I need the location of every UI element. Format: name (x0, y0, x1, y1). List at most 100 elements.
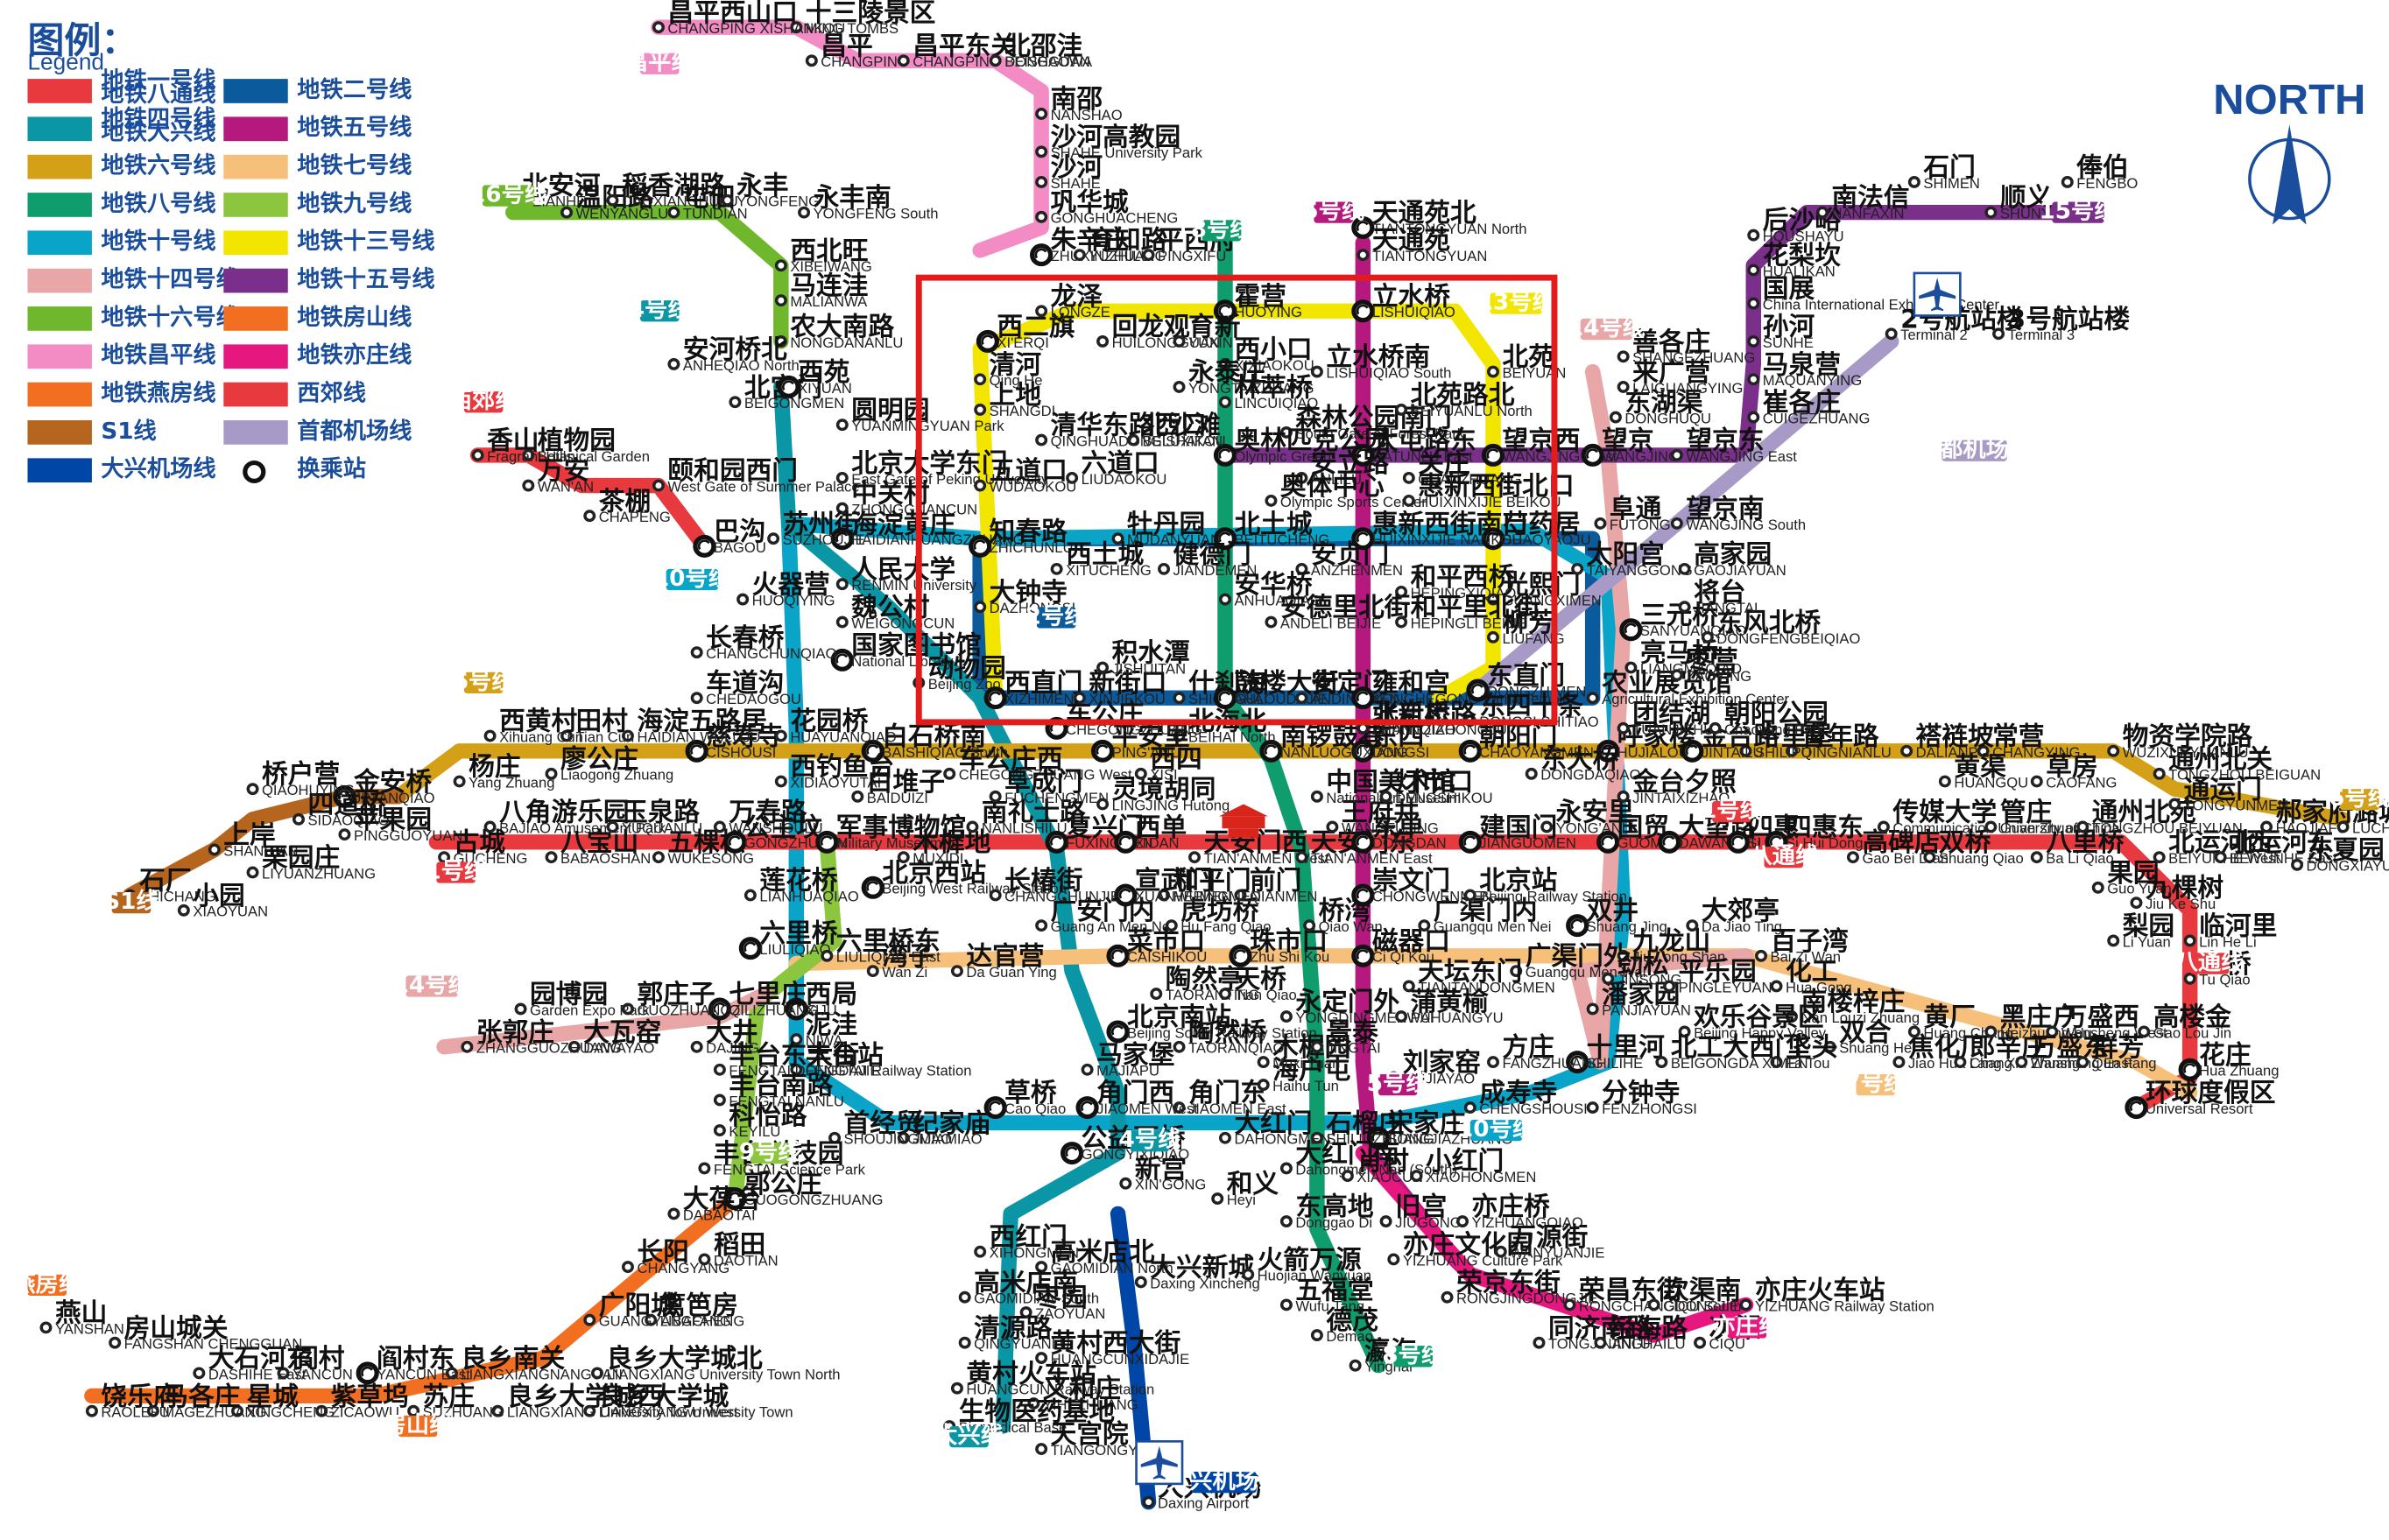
station[interactable]: 潞城LUCHENG (2336, 798, 2389, 837)
station[interactable]: 丰台科技园FENGTAI Science Park (698, 1139, 866, 1178)
